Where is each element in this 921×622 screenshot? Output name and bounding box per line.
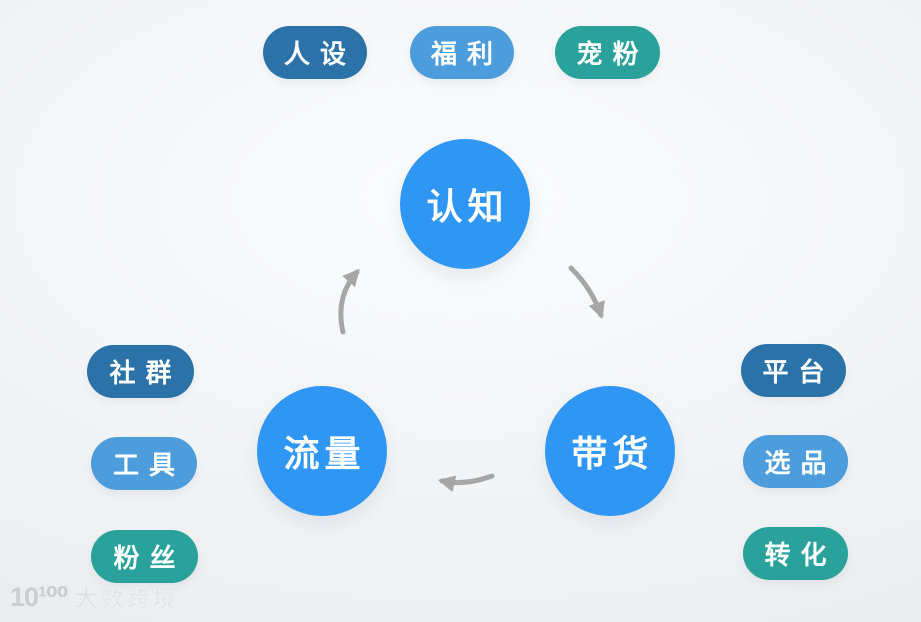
arrow-renzhi-to-daihuo (568, 265, 605, 320)
node-daihuo: 带货 (545, 386, 675, 516)
tag-xuanpin-label: 选品 (764, 448, 837, 478)
tag-zhuanhua: 转化 (743, 527, 848, 580)
arrow-liuliang-to-renzhi (338, 268, 360, 335)
watermark-brand-text: 大数跨境 (74, 585, 179, 612)
tag-shequn-label: 社群 (109, 358, 182, 388)
watermark-logo-icon: 10¹⁰⁰ (10, 582, 69, 612)
tag-xuanpin: 选品 (743, 435, 848, 488)
node-renzhi: 认知 (400, 139, 530, 269)
node-liuliang: 流量 (257, 386, 387, 516)
arrow-daihuo-to-liuliang (437, 473, 495, 493)
tag-fuli-label: 福利 (430, 39, 503, 69)
tag-chongfen: 宠粉 (555, 26, 660, 79)
tag-fensi: 粉丝 (91, 530, 198, 583)
tag-pingtai-label: 平台 (762, 357, 835, 387)
tag-renshe: 人设 (263, 26, 367, 79)
watermark: 10¹⁰⁰ 大数跨境 (10, 582, 179, 614)
tag-gongju-label: 工具 (112, 450, 185, 480)
node-renzhi-label: 认知 (426, 186, 509, 227)
tag-pingtai: 平台 (741, 344, 846, 397)
tag-chongfen-label: 宠粉 (576, 39, 649, 69)
tag-shequn: 社群 (87, 345, 194, 398)
node-daihuo-label: 带货 (571, 433, 654, 474)
tag-fensi-label: 粉丝 (113, 543, 186, 573)
node-liuliang-label: 流量 (283, 433, 366, 474)
tag-gongju: 工具 (91, 437, 197, 490)
tag-renshe-label: 人设 (283, 39, 356, 69)
tag-zhuanhua-label: 转化 (764, 540, 837, 570)
tag-fuli: 福利 (410, 26, 514, 79)
